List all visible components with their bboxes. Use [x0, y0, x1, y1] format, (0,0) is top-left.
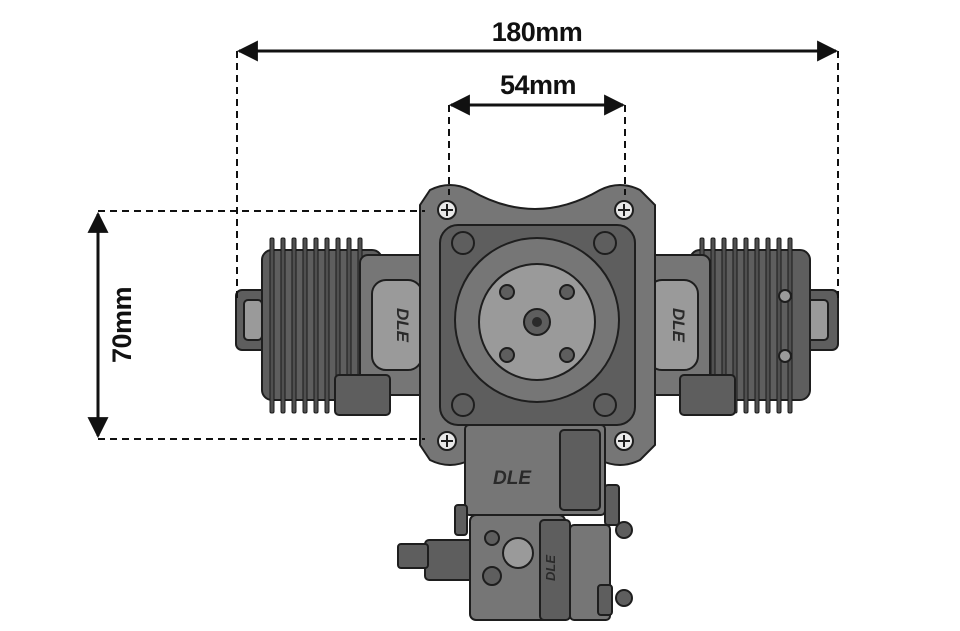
- dimension-overall-width: 180mm: [236, 17, 839, 300]
- carburetor-logo: DLE: [543, 555, 558, 581]
- lower-crankcase: DLE: [464, 424, 606, 516]
- cooling-fin: [280, 237, 286, 414]
- cooling-fin: [313, 237, 319, 414]
- mount-spacing-label: 54mm: [500, 70, 576, 100]
- dimension-mount-spacing: 54mm: [448, 70, 626, 195]
- crankcase-logo: DLE: [493, 468, 532, 489]
- cooling-fin: [754, 237, 760, 414]
- cooling-fin: [765, 237, 771, 414]
- cooling-fin: [776, 237, 782, 414]
- cooling-fin: [291, 237, 297, 414]
- right-cylinder-logo: DLE: [669, 308, 688, 343]
- cooling-fin: [302, 237, 308, 414]
- carburetor: DLE: [397, 484, 633, 621]
- mount-hole-bottom-right: [614, 431, 634, 451]
- mount-hole-top-right: [614, 200, 634, 220]
- cooling-fin: [743, 237, 749, 414]
- left-cylinder-logo: DLE: [393, 308, 412, 343]
- mount-hole-bottom-left: [437, 431, 457, 451]
- left-cylinder: DLE: [261, 237, 431, 416]
- right-cylinder: DLE: [639, 237, 811, 416]
- cooling-fin: [787, 237, 793, 414]
- overall-width-label: 180mm: [492, 17, 583, 47]
- engine-illustration: DLE DLE: [235, 184, 839, 621]
- mount-height-label: 70mm: [107, 287, 137, 363]
- cooling-fin: [324, 237, 330, 414]
- dimension-mount-height: 70mm: [87, 210, 425, 440]
- cooling-fin: [269, 237, 275, 414]
- mount-hole-top-left: [437, 200, 457, 220]
- prop-hub: [499, 284, 575, 363]
